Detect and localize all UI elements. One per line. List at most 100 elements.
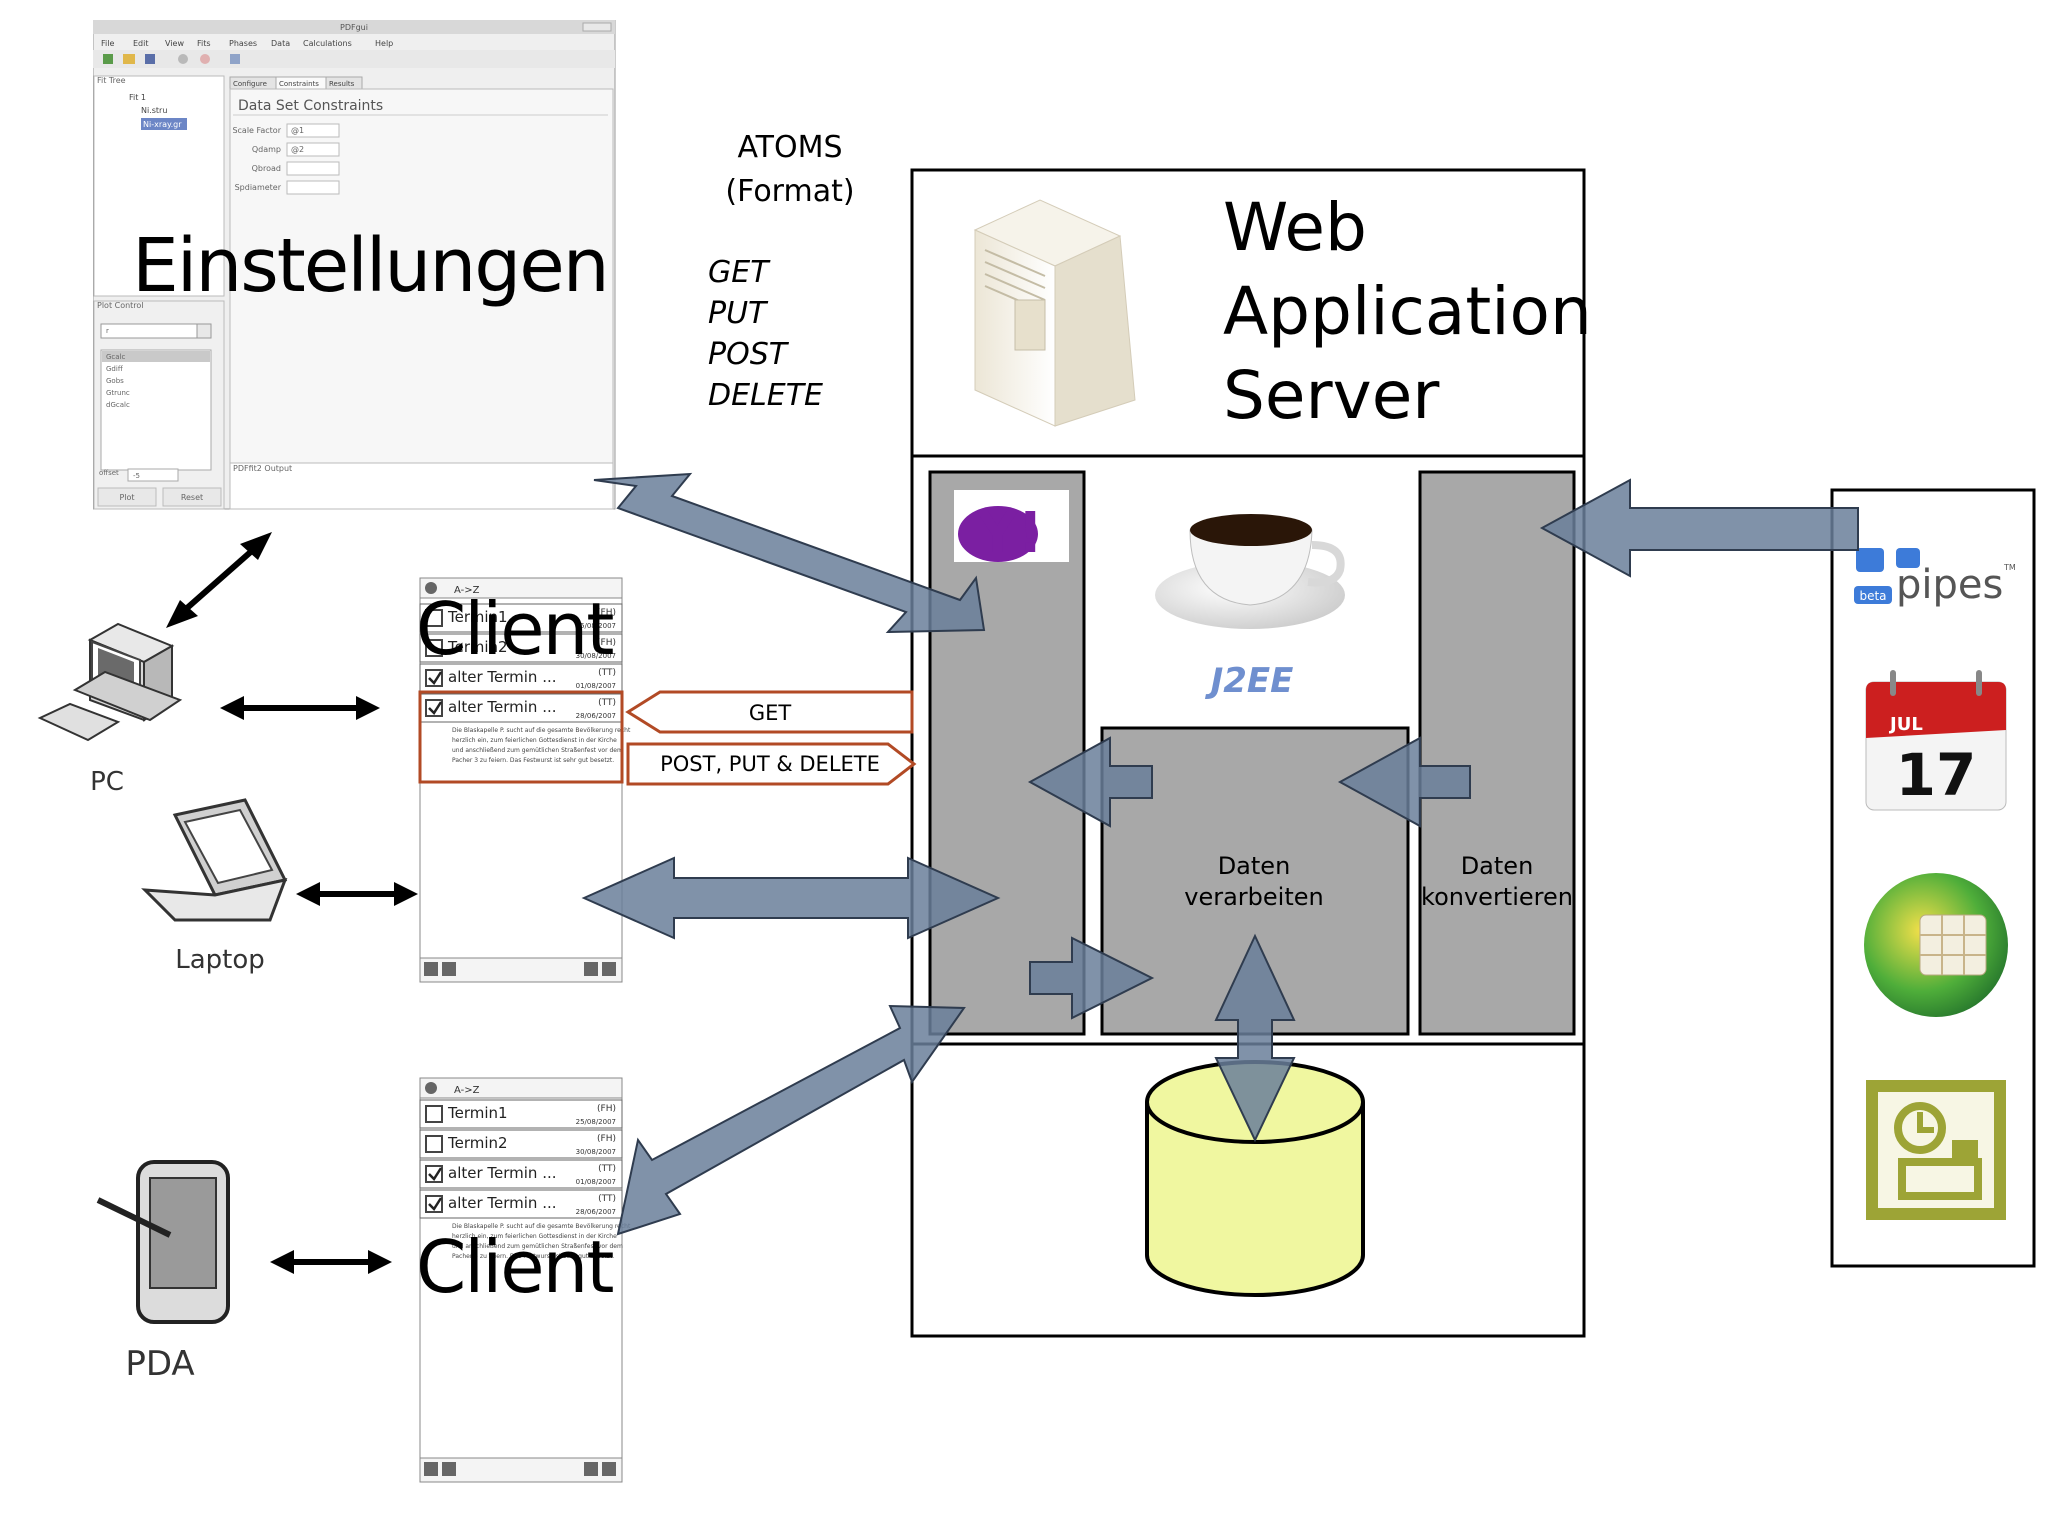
checkbox-icon[interactable] — [425, 609, 443, 627]
client-detail-line: und anschließend zum gemütlichen Straßen… — [452, 747, 623, 754]
plot-list-item[interactable]: Gobs — [106, 377, 124, 385]
reset-button[interactable]: Reset — [181, 493, 203, 502]
method-delete: DELETE — [708, 378, 824, 413]
format-line-1: ATOMS — [737, 130, 843, 165]
server-tower-icon — [973, 199, 1136, 427]
client-item-title: alter Termin ... — [448, 698, 557, 716]
yahoo-label: Y! — [976, 501, 1043, 566]
fit-tree-item-2: Ni.stru — [141, 106, 167, 115]
field-input[interactable] — [286, 161, 340, 176]
client-item-date: 30/08/2007 — [576, 652, 616, 660]
get-label: GET — [749, 701, 792, 725]
client-list-item[interactable]: Termin1 (FH) 25/08/2007 — [419, 603, 623, 633]
yahoo-logo: Y! — [954, 490, 1069, 566]
field-input[interactable] — [286, 142, 340, 157]
menu-item[interactable]: File — [101, 39, 114, 48]
client-item-title: alter Termin ... — [448, 1164, 557, 1182]
method-get: GET — [708, 255, 769, 290]
http-methods: GET PUT POST DELETE — [708, 252, 823, 416]
format-label: ATOMS (Format) — [700, 126, 880, 214]
field-input[interactable] — [286, 180, 340, 195]
calendar-icon: JUL 17 — [1865, 670, 2007, 811]
client-list-item[interactable]: Termin2(FH)30/08/2007 — [419, 633, 623, 663]
server-title-line-2: Application — [1223, 273, 1592, 350]
pda-label: PDA — [125, 1344, 194, 1384]
post-callout: POST, PUT & DELETE — [626, 742, 917, 786]
client-item-title: Termin2 — [447, 1134, 508, 1152]
checkbox-icon[interactable] — [425, 699, 443, 717]
checkbox-icon[interactable] — [425, 1195, 443, 1213]
pc-icon — [37, 622, 183, 742]
client-list-item[interactable]: alter Termin ...(TT)01/08/2007 — [419, 1159, 623, 1189]
menu-item[interactable]: Calculations — [303, 39, 352, 48]
client-detail-line: Die Blaskapelle P. sucht auf die gesamte… — [452, 727, 631, 734]
client2-header: A->Z — [454, 1085, 480, 1096]
laptop-label: Laptop — [175, 945, 265, 975]
tab-configure: Configure — [233, 80, 267, 88]
client2-label: Client — [416, 1225, 613, 1309]
checkbox-icon[interactable] — [425, 1165, 443, 1183]
client-item-tag: (TT) — [598, 1194, 616, 1204]
menu-bar[interactable]: File Edit View Fits Phases Data Calculations He… — [101, 39, 393, 48]
client-item-date: 28/06/2007 — [576, 712, 616, 720]
pc-label: PC — [90, 767, 124, 797]
field-value: @2 — [291, 145, 304, 154]
plot-button[interactable]: Plot — [119, 493, 134, 502]
menu-item[interactable]: Phases — [229, 39, 257, 48]
daten-konvertieren-box — [1418, 470, 1576, 1036]
client1-header: A->Z — [454, 585, 480, 596]
client-list-item[interactable]: Termin2(FH)30/08/2007 — [419, 1129, 623, 1159]
plot-control-label: Plot Control — [97, 301, 144, 310]
plot-list-item[interactable]: dGcalc — [106, 401, 130, 409]
output-label: PDFfit2 Output — [233, 464, 292, 473]
process-line-1: Daten — [1218, 852, 1291, 880]
client-list-item[interactable]: alter Termin ... (TT) 28/06/2007 — [419, 1189, 623, 1219]
client-list-item[interactable]: alter Termin ... (TT) 01/08/2007 — [419, 663, 623, 693]
plot-list-item[interactable]: r — [106, 327, 109, 335]
plot-list-item[interactable]: Gtrunc — [106, 389, 130, 397]
j2ee-label: J2EE — [1205, 661, 1294, 701]
client-item-date: 25/08/2007 — [576, 1118, 616, 1126]
client-item-date: 01/08/2007 — [576, 682, 616, 690]
checkbox-icon[interactable] — [425, 669, 443, 687]
client-item-date: 01/08/2007 — [576, 1178, 616, 1186]
client-detail-line: Die Blaskapelle P. sucht auf die gesamte… — [452, 1223, 631, 1230]
client-item-title: alter Termin ... — [448, 668, 557, 686]
process-line-2: verarbeiten — [1184, 883, 1323, 911]
menu-item[interactable]: Help — [375, 39, 393, 48]
checkbox-icon[interactable] — [425, 1135, 443, 1153]
calendar-day: 17 — [1896, 741, 1977, 809]
client-item-date: 28/06/2007 — [576, 1208, 616, 1216]
client1-label: Client — [416, 587, 613, 671]
calendar-month: JUL — [1888, 714, 1923, 735]
field-label: Scale Factor — [232, 126, 281, 135]
field-input[interactable] — [286, 123, 340, 138]
menu-item[interactable]: Fits — [197, 39, 211, 48]
client-item-tag: (FH) — [597, 608, 616, 618]
checkbox-icon[interactable] — [425, 639, 443, 657]
client-item-date: 30/08/2007 — [576, 1148, 616, 1156]
field-label: Qdamp — [252, 145, 281, 154]
plot-list-item[interactable]: Gcalc — [106, 353, 126, 361]
client-item-title: Termin1 — [447, 608, 508, 626]
menu-item[interactable]: View — [165, 39, 184, 48]
menu-item[interactable]: Edit — [133, 39, 149, 48]
client-list-item[interactable]: alter Termin ... (TT) 28/06/2007 — [419, 693, 623, 723]
client-item-title: alter Termin ... — [448, 1194, 557, 1212]
client-item-title: Termin2 — [447, 638, 508, 656]
checkbox-icon[interactable] — [425, 1105, 443, 1123]
fit-tree-item-1: Fit 1 — [129, 93, 146, 102]
client-item-date: 25/08/2007 — [576, 622, 616, 630]
laptop-icon — [141, 798, 288, 922]
client-item-tag: (TT) — [598, 668, 616, 678]
plot-list-item[interactable]: Gdiff — [106, 365, 123, 373]
pipes-badge: beta — [1859, 589, 1886, 603]
client-item-tag: (TT) — [598, 698, 616, 708]
outlook-calendar-icon — [1866, 1080, 2006, 1220]
menu-item[interactable]: Data — [271, 39, 290, 48]
client-list-item[interactable]: Termin1(FH)25/08/2007 — [419, 1099, 623, 1129]
server-title-line-3: Server — [1223, 357, 1440, 434]
tab-results: Results — [329, 80, 355, 88]
